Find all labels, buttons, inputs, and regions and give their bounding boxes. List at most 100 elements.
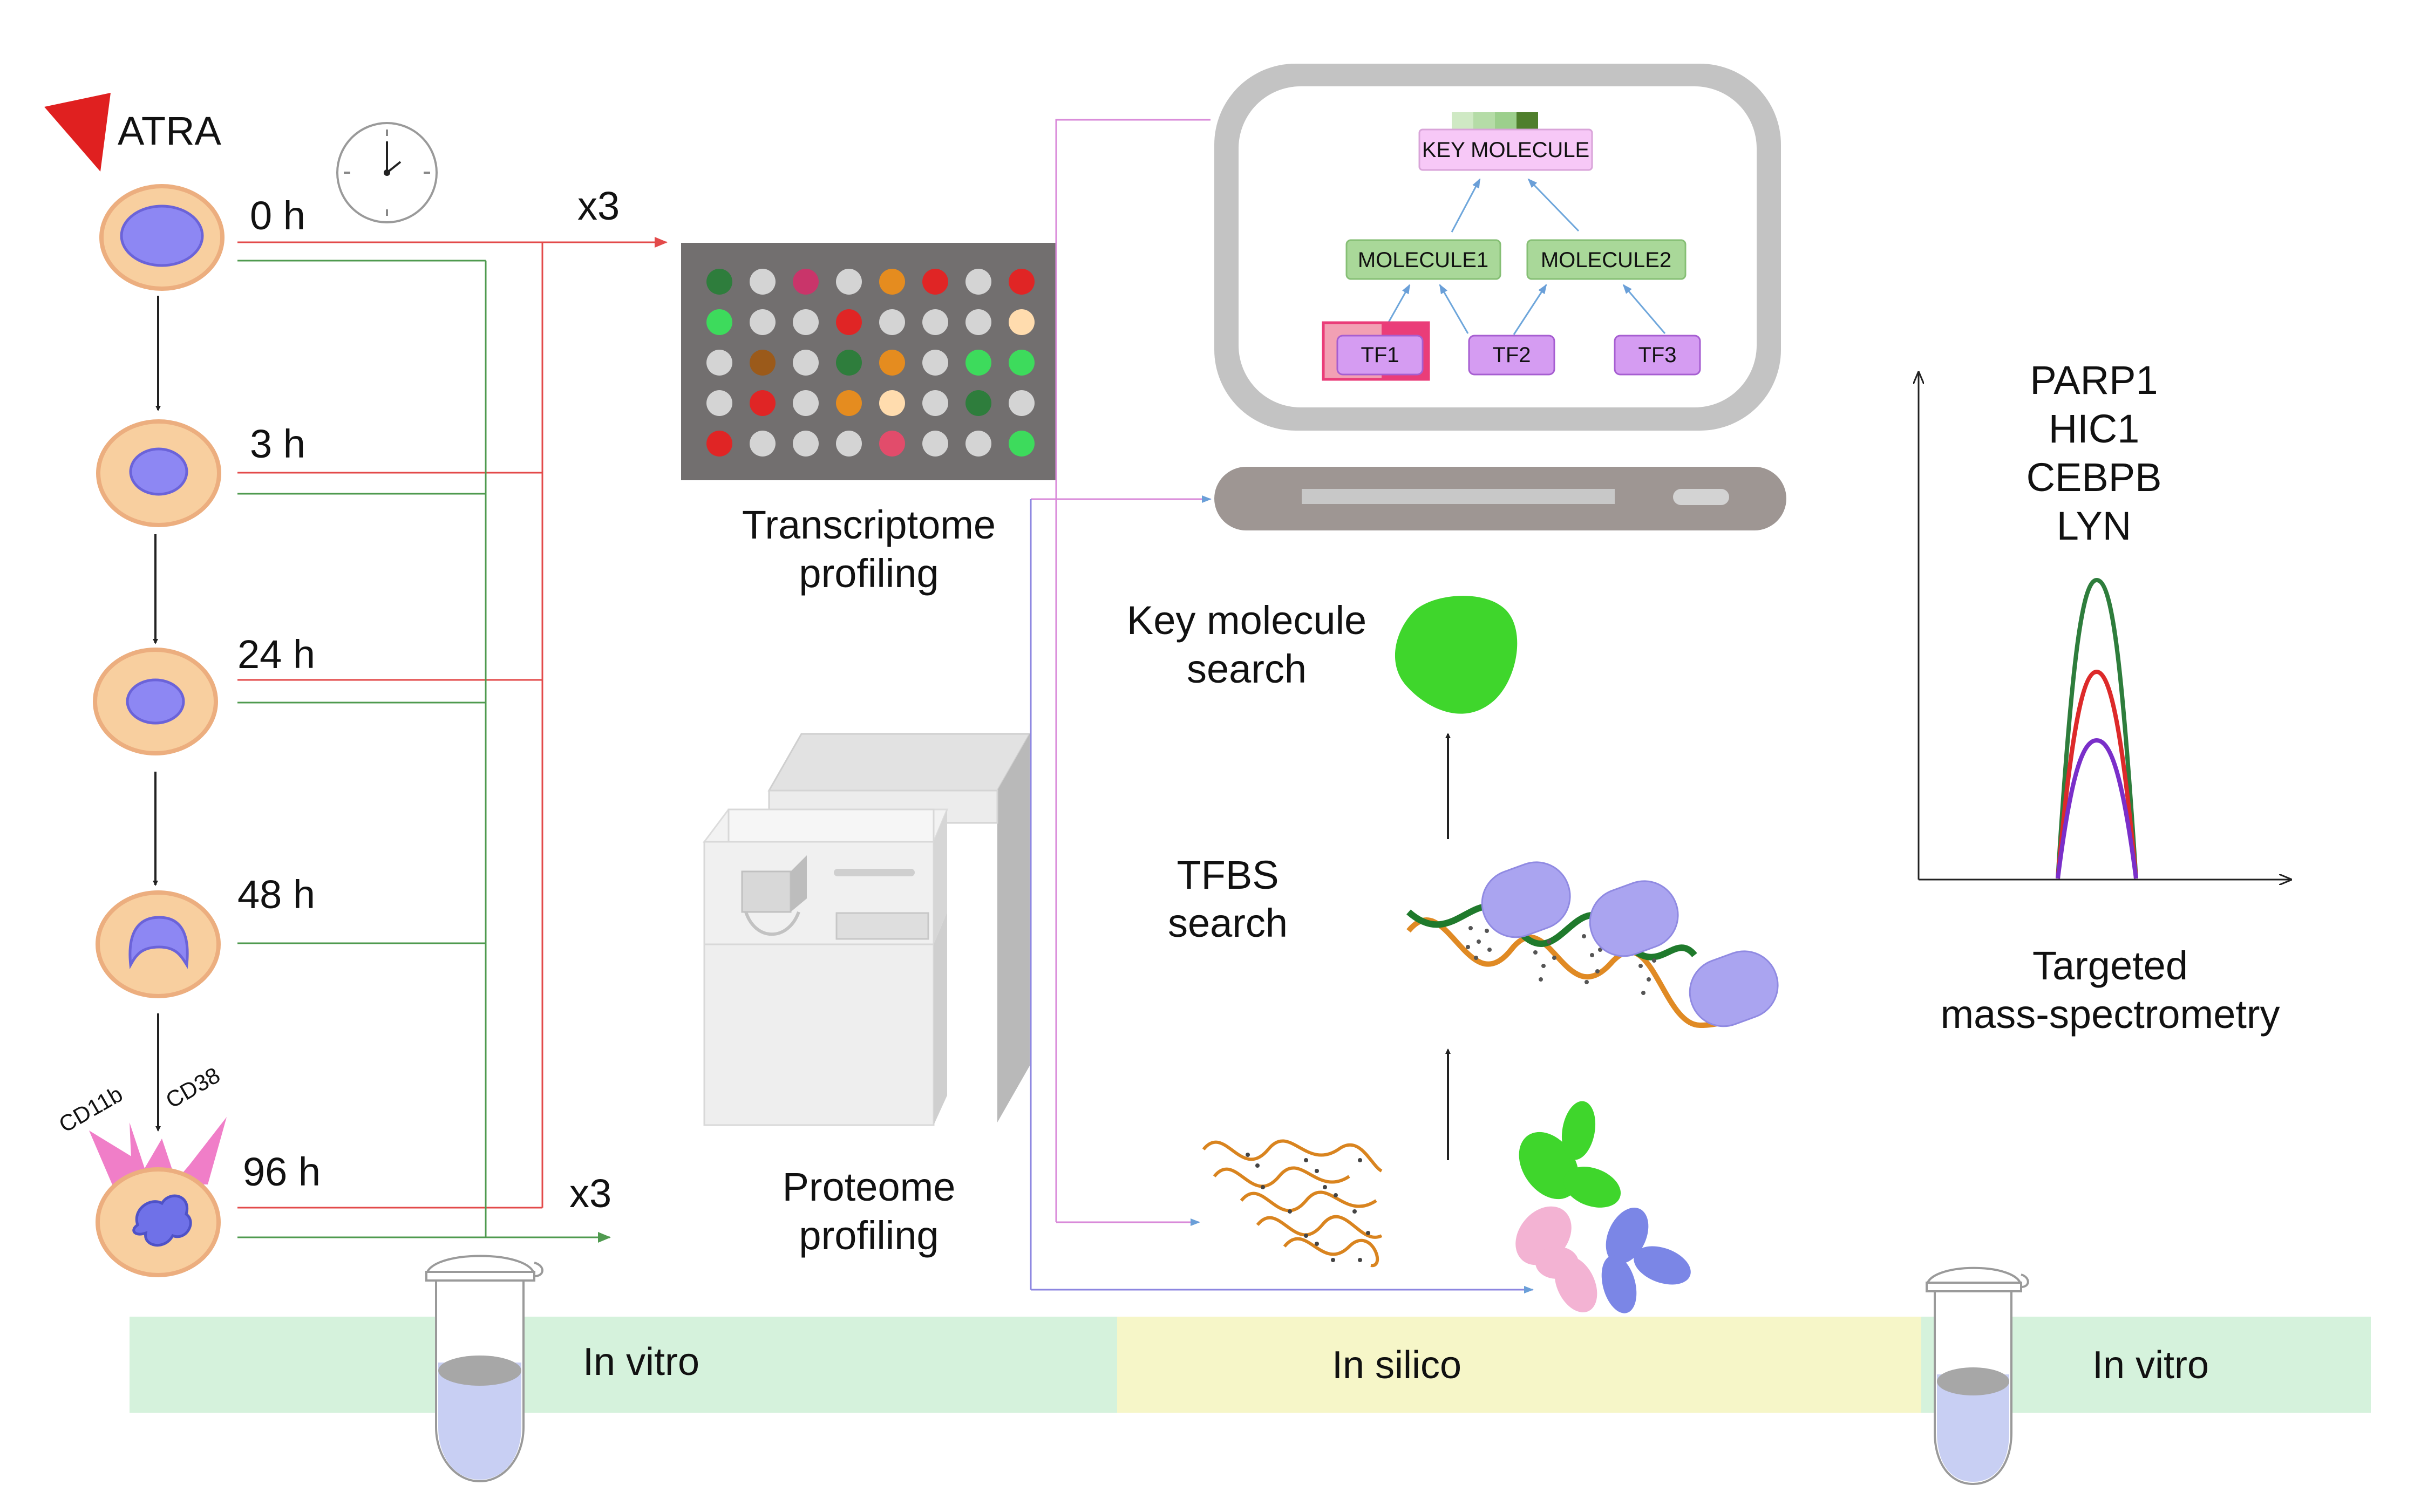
replicates-top: x3 [577,183,620,228]
target-cebpb: CEBPB [2027,455,2162,500]
microarray-spot [750,350,776,376]
transcriptome-label-line1: Transcriptome [742,502,996,547]
mass-spectrometer-icon [703,733,1031,1126]
microarray-spot [1009,431,1035,457]
tfbs-label-line1: TFBS [1177,853,1279,897]
timepoint-3h: 3 h [250,421,305,466]
dna-fragment-dots [1246,1153,1370,1262]
timepoint-0h: 0 h [250,193,305,238]
insilico-connector-lines [1030,119,1534,1293]
in-silico-band [1117,1317,1921,1413]
microarray-spot [879,431,905,457]
microarray-spot [793,431,819,457]
cell-0h [99,184,225,291]
tf1-label: TF1 [1361,343,1399,367]
microarray-spot [965,350,991,376]
timepoint-48h: 48 h [237,872,315,917]
proteome-sample-lines [237,260,611,1243]
microarray-spot [1009,269,1035,295]
sample-tube-right-icon [1925,1266,2029,1486]
key-search-label-line2: search [1187,646,1307,691]
microarray-spot [965,269,991,295]
ms-label-line1: Targeted [2032,943,2188,988]
microarray-spot [706,269,732,295]
microarray-spot [922,350,948,376]
microarray-spot [793,390,819,416]
protein-cluster-icon [1515,1101,1691,1313]
microarray-spot [836,269,862,295]
cd38-label: CD38 [161,1062,225,1113]
ms-label-line2: mass-spectrometry [1940,992,2280,1037]
microarray-spot [1009,390,1035,416]
atra-triangle-icon [44,93,111,172]
cell-24h [93,648,218,755]
microarray-spot [836,309,862,335]
microarray-spot [1009,350,1035,376]
microarray-chip [681,243,1056,480]
microarray-spot [879,390,905,416]
timepoint-24h: 24 h [237,632,315,677]
microarray-spot [706,309,732,335]
timepoint-96h: 96 h [243,1149,321,1194]
cd11b-label: CD11b [55,1081,127,1138]
microarray-spot [922,390,948,416]
microarray-spot [879,350,905,376]
molecule1-node [1345,239,1501,280]
microarray-spot [922,431,948,457]
microarray-spot [836,350,862,376]
key-search-label-line1: Key molecule [1127,598,1366,643]
ms-plot-axes [1919,372,2291,880]
microarray-spot [965,431,991,457]
microarray-spot [750,309,776,335]
microarray-spot [706,350,732,376]
tf3-node [1614,335,1701,376]
target-lyn: LYN [2057,503,2131,548]
computer-keyboard [1214,467,1786,530]
microarray-spot [750,431,776,457]
peak-red [2056,669,2138,879]
tf3-label: TF3 [1638,343,1676,367]
microarray-spot [1009,309,1035,335]
microarray-spot [965,390,991,416]
band-label-in-silico: In silico [1332,1344,1461,1387]
dna-tf-binding-icon [1406,861,1779,1029]
tfbs-label-line2: search [1168,901,1288,945]
target-hic1: HIC1 [2049,406,2140,451]
microarray-spot [965,309,991,335]
key-molecule-node [1418,128,1593,171]
time-arrows [153,296,161,1132]
microarray-spot [922,309,948,335]
band-label-in-vitro-right: In vitro [2092,1344,2209,1387]
ms-peaks [2056,577,2138,879]
transcriptome-sample-lines [237,237,668,1209]
atra-label: ATRA [118,108,222,153]
microarray-spot [706,390,732,416]
in-vitro-band-left [130,1317,1117,1413]
cd38-spikes-icon [173,1117,227,1184]
band-label-in-vitro-left: In vitro [583,1340,699,1384]
cell-3h [96,419,221,527]
key-molecule-blob-icon [1395,596,1518,714]
microarray-spot [836,390,862,416]
proteome-label-line2: profiling [799,1213,939,1258]
molecule1-label: MOLECULE1 [1358,248,1488,272]
peak-green [2056,577,2138,879]
microarray-spot [922,269,948,295]
expression-strip-icon [1452,112,1538,130]
key-molecule-label: KEY MOLECULE [1422,138,1590,162]
molecule2-node [1526,239,1687,280]
tf1-node [1336,335,1424,376]
microarray-spot [793,350,819,376]
sample-tube-left-icon [425,1255,543,1483]
cell-48h [96,890,221,998]
microarray-spot [706,431,732,457]
cell-96h [89,1117,227,1277]
target-parp1: PARP1 [2030,358,2158,403]
tf2-node [1468,335,1555,376]
molecule2-label: MOLECULE2 [1541,248,1671,272]
peak-purple [2056,738,2138,879]
transcriptome-label-line2: profiling [799,551,939,596]
microarray-spot [793,309,819,335]
tf2-label: TF2 [1492,343,1531,367]
